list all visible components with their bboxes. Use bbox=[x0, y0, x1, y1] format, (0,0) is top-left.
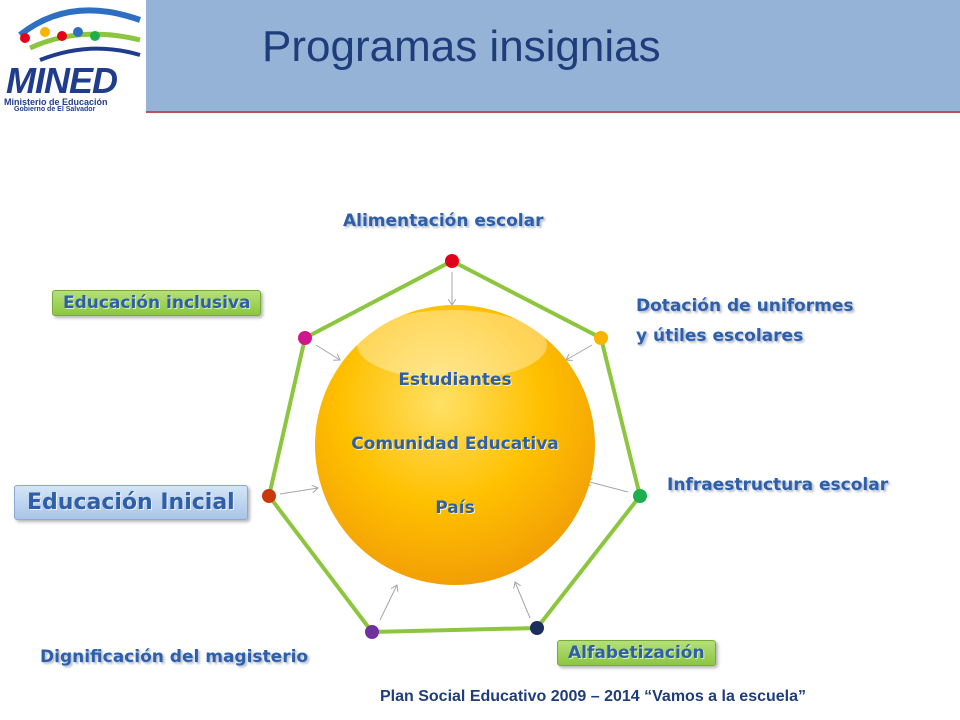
logo-graphic-icon bbox=[18, 7, 142, 62]
program-dot-educacion-inicial[interactable] bbox=[262, 489, 276, 503]
heptagon-outline bbox=[266, 258, 643, 635]
program-dot-alfabetizacion[interactable] bbox=[530, 621, 544, 635]
center-circle-highlight bbox=[357, 310, 547, 380]
page-title: Programas insignias bbox=[262, 22, 661, 71]
logo-subtitle-2: Gobierno de El Salvador bbox=[14, 106, 96, 113]
center-label-2: Comunidad Educativa bbox=[351, 434, 559, 454]
program-label-uniformes-2: y útiles escolares bbox=[636, 326, 804, 346]
logo-text: MINED bbox=[6, 60, 118, 101]
program-label-educacion-inclusiva: Educación inclusiva bbox=[52, 290, 262, 316]
program-dot-uniformes[interactable] bbox=[594, 331, 608, 345]
program-label-uniformes: Dotación de uniformes bbox=[636, 296, 854, 316]
center-label-3: País bbox=[435, 498, 475, 518]
program-dot-magisterio[interactable] bbox=[365, 625, 379, 639]
mined-logo: MINED Ministerio de Educación Gobierno d… bbox=[0, 0, 146, 113]
logo-subtitle: Ministerio de Educación bbox=[4, 97, 108, 107]
program-label-educacion-inicial: Educación Inicial bbox=[14, 485, 248, 520]
center-label-1: Estudiantes bbox=[398, 370, 512, 390]
header-band bbox=[146, 0, 960, 113]
header: MINED Ministerio de Educación Gobierno d… bbox=[0, 0, 960, 113]
program-label-alimentacion: Alimentación escolar bbox=[343, 211, 544, 231]
program-label-alfabetizacion: Alfabetización bbox=[557, 640, 716, 666]
program-label-infraestructura: Infraestructura escolar bbox=[667, 475, 889, 495]
center-circle bbox=[315, 305, 595, 585]
connector-arrows bbox=[279, 272, 629, 621]
program-dot-educacion-inclusiva[interactable] bbox=[298, 331, 312, 345]
program-label-magisterio: Dignificación del magisterio bbox=[40, 647, 309, 667]
footer-text: Plan Social Educativo 2009 – 2014 “Vamos… bbox=[380, 688, 807, 705]
program-dot-infraestructura[interactable] bbox=[633, 489, 647, 503]
program-dot-alimentacion[interactable] bbox=[445, 254, 459, 268]
